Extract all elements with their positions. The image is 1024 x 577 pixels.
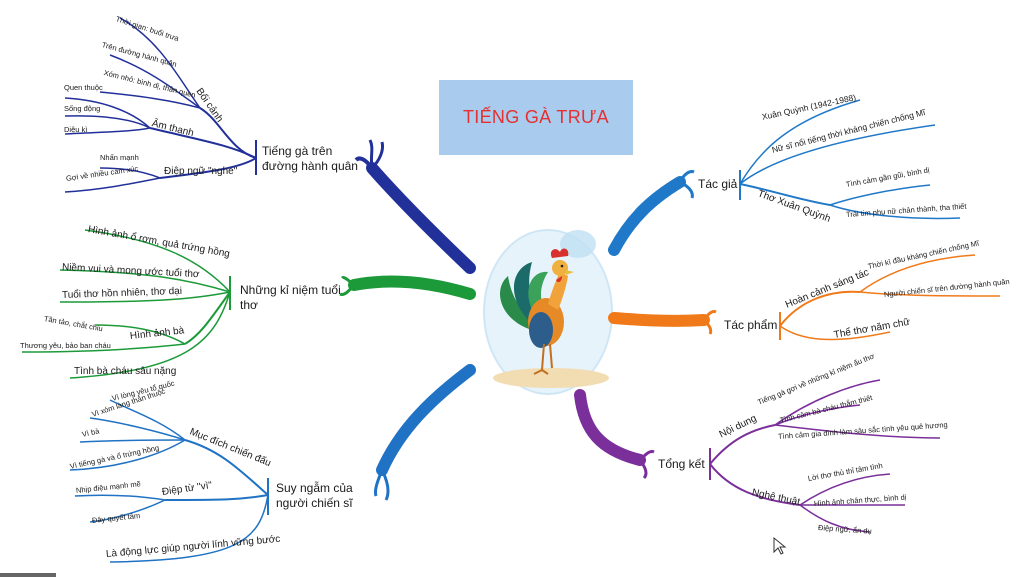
- cursor-icon: [773, 536, 787, 555]
- branch-b1-lines: [64, 17, 476, 274]
- scrollbar[interactable]: [0, 573, 56, 577]
- b1-sub3-leaf: Nhấn mạnh: [100, 153, 139, 162]
- branch-b5-lines: [608, 254, 1001, 341]
- branch-b4-lines: [608, 99, 961, 256]
- branch-b6-lines: [574, 379, 941, 533]
- b1-sub2-leaf: Quen thuộc: [64, 83, 103, 92]
- title-box: TIẾNG GÀ TRƯA: [439, 80, 633, 155]
- b1-sub2-leaf: Diệu kì: [64, 125, 88, 134]
- page-title: TIẾNG GÀ TRƯA: [463, 107, 609, 127]
- b1-sub3-label: Điệp ngữ "nghe": [164, 166, 238, 177]
- rooster-illustration: [483, 229, 613, 395]
- branch-b5-label: Tác phẩm: [724, 318, 778, 332]
- branch-b1-label: Tiếng gà trên đường hành quân: [262, 144, 358, 173]
- b2-sub1-leaf: Thương yêu, bảo ban cháu: [20, 341, 111, 350]
- branch-b2-label: Những kỉ niệm tuổi thơ: [240, 283, 341, 312]
- branch-b3-lines: [69, 364, 476, 563]
- branch-b6-label: Tổng kết: [658, 457, 705, 471]
- branch-b2-lines: [21, 229, 476, 379]
- branch-b3-label: Suy ngẫm của người chiến sĩ: [276, 481, 353, 510]
- b1-sub2-leaf: Sống động: [64, 104, 101, 113]
- branch-b4-label: Tác giả: [698, 177, 738, 191]
- b2-leaf: Tình bà cháu sâu nặng: [74, 366, 177, 377]
